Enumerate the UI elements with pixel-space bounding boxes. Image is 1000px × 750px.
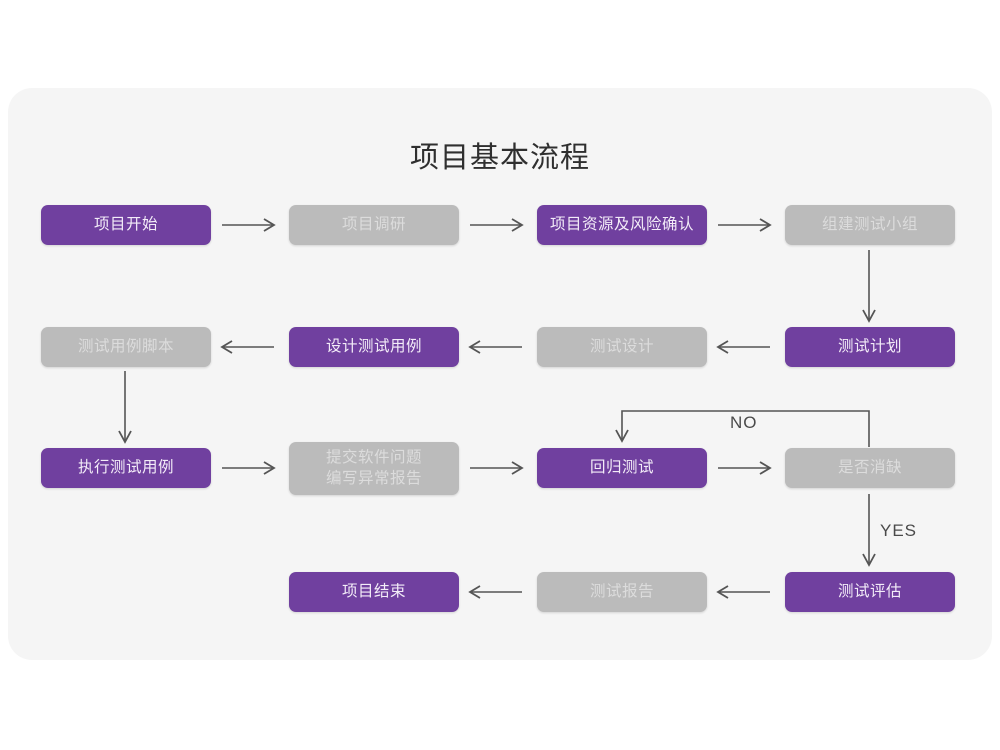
- node-label: 测试用例脚本: [77, 337, 174, 355]
- page-title: 项目基本流程: [409, 142, 590, 174]
- node-test-plan[interactable]: 测试计划: [785, 327, 955, 367]
- node-build-test-team[interactable]: 组建测试小组: [785, 205, 955, 245]
- node-project-end[interactable]: 项目结束: [289, 572, 459, 612]
- node-label: 项目资源及风险确认: [549, 215, 694, 233]
- node-label: 测试评估: [837, 582, 902, 600]
- node-label: 项目结束: [341, 582, 406, 600]
- edge-label-no: NO: [730, 413, 758, 432]
- node-test-evaluation[interactable]: 测试评估: [785, 572, 955, 612]
- node-label: 项目调研: [341, 215, 406, 233]
- node-test-design[interactable]: 测试设计: [537, 327, 707, 367]
- node-label: 测试报告: [589, 582, 654, 600]
- node-label: 是否消缺: [837, 458, 902, 476]
- node-test-report[interactable]: 测试报告: [537, 572, 707, 612]
- node-project-research[interactable]: 项目调研: [289, 205, 459, 245]
- node-execute-test-case[interactable]: 执行测试用例: [41, 448, 211, 488]
- node-label: 项目开始: [93, 215, 158, 233]
- node-resource-risk-confirm[interactable]: 项目资源及风险确认: [537, 205, 707, 245]
- node-project-start[interactable]: 项目开始: [41, 205, 211, 245]
- node-label: 设计测试用例: [325, 337, 422, 355]
- node-test-case-script[interactable]: 测试用例脚本: [41, 327, 211, 367]
- node-defect-resolved[interactable]: 是否消缺: [785, 448, 955, 488]
- node-label: 提交软件问题 编写异常报告: [325, 448, 422, 487]
- edge-label-yes: YES: [880, 521, 918, 540]
- node-label: 组建测试小组: [821, 215, 918, 233]
- diagram-card: [8, 88, 992, 660]
- node-design-test-case[interactable]: 设计测试用例: [289, 327, 459, 367]
- node-label: 执行测试用例: [77, 458, 174, 476]
- node-submit-issue-report[interactable]: 提交软件问题 编写异常报告: [289, 442, 459, 495]
- node-label: 测试设计: [589, 337, 654, 355]
- node-label: 测试计划: [837, 337, 902, 355]
- node-label: 回归测试: [589, 458, 654, 476]
- node-regression-test[interactable]: 回归测试: [537, 448, 707, 488]
